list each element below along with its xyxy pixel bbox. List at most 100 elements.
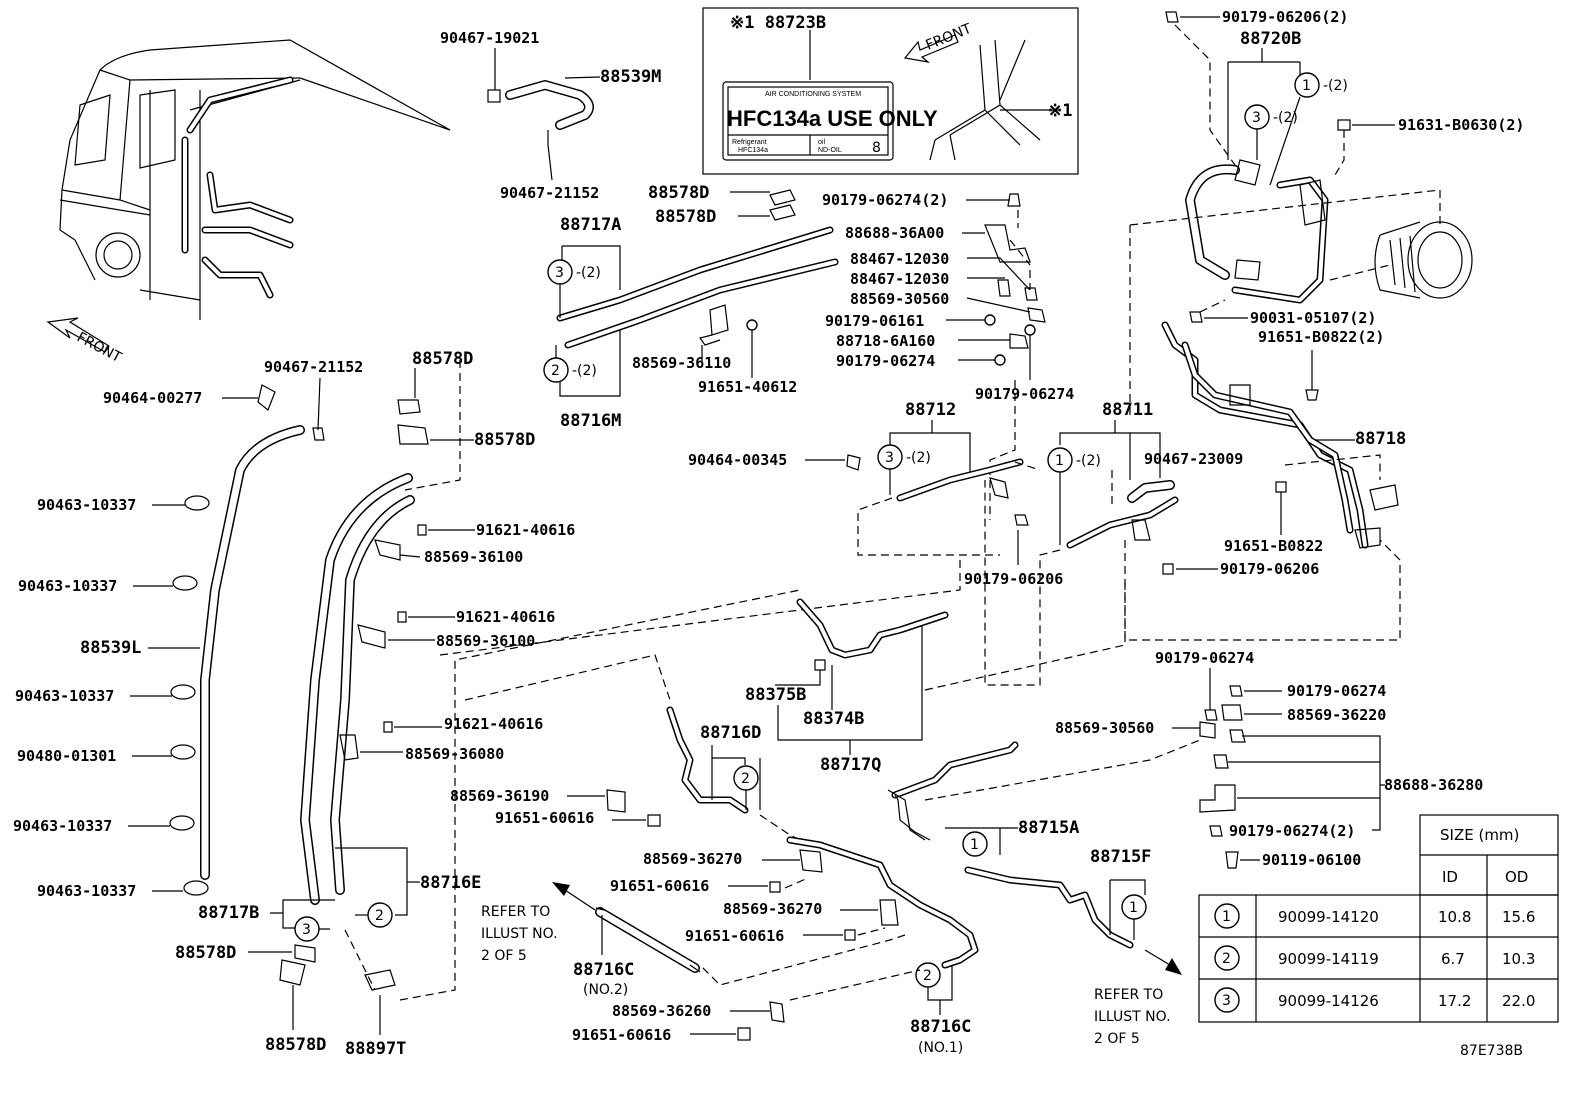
pipe-88718: 88718 91651-B0822 90179-06206 bbox=[1124, 321, 1406, 641]
svg-text:90179-06274: 90179-06274 bbox=[1287, 682, 1386, 700]
svg-text:91621-40616: 91621-40616 bbox=[456, 608, 555, 626]
svg-text:91651-60616: 91651-60616 bbox=[610, 877, 709, 895]
svg-text:88716E: 88716E bbox=[420, 873, 481, 893]
svg-text:91651-60616: 91651-60616 bbox=[572, 1026, 671, 1044]
svg-text:-(2): -(2) bbox=[906, 450, 931, 466]
svg-text:SIZE (mm): SIZE (mm) bbox=[1440, 826, 1519, 844]
svg-text:88897T: 88897T bbox=[345, 1039, 406, 1059]
svg-text:3: 3 bbox=[885, 450, 894, 466]
svg-text:88688-36A00: 88688-36A00 bbox=[845, 224, 944, 242]
svg-text:AIR CONDITIONING SYSTEM: AIR CONDITIONING SYSTEM bbox=[765, 91, 861, 98]
svg-text:※1: ※1 bbox=[1048, 101, 1072, 121]
svg-text:10.8: 10.8 bbox=[1438, 908, 1471, 926]
svg-text:90099-14126: 90099-14126 bbox=[1278, 992, 1379, 1010]
svg-text:88569-36100: 88569-36100 bbox=[424, 548, 523, 566]
svg-text:Refrigerant: Refrigerant bbox=[732, 139, 767, 146]
svg-text:HFC134a USE ONLY: HFC134a USE ONLY bbox=[727, 106, 938, 131]
svg-text:REFER TO: REFER TO bbox=[1094, 987, 1163, 1003]
svg-text:90463-10337: 90463-10337 bbox=[37, 882, 136, 900]
svg-text:88717B: 88717B bbox=[198, 903, 259, 923]
svg-text:(NO.1): (NO.1) bbox=[918, 1040, 963, 1056]
svg-text:ND-OIL: ND-OIL bbox=[818, 147, 842, 154]
svg-text:90179-06274: 90179-06274 bbox=[836, 352, 935, 370]
diagram-code: 87E738B bbox=[1460, 1043, 1523, 1059]
svg-text:17.2: 17.2 bbox=[1438, 992, 1471, 1010]
svg-text:88716M: 88716M bbox=[560, 411, 621, 431]
svg-text:88718: 88718 bbox=[1355, 429, 1406, 449]
svg-text:88716D: 88716D bbox=[700, 723, 761, 743]
svg-text:ID: ID bbox=[1442, 868, 1458, 886]
svg-text:90467-21152: 90467-21152 bbox=[500, 184, 599, 202]
svg-text:1: 1 bbox=[1055, 453, 1064, 469]
fittings-right-center: 90179-06274 90179-06274 88569-36220 8856… bbox=[887, 580, 1483, 975]
svg-text:88720B: 88720B bbox=[1240, 29, 1301, 49]
svg-text:91621-40616: 91621-40616 bbox=[444, 715, 543, 733]
svg-text:88716C: 88716C bbox=[910, 1017, 971, 1037]
svg-text:90467-21152: 90467-21152 bbox=[264, 358, 363, 376]
svg-text:88569-36260: 88569-36260 bbox=[612, 1002, 711, 1020]
svg-text:91651-60616: 91651-60616 bbox=[495, 809, 594, 827]
svg-text:88688-36280: 88688-36280 bbox=[1384, 776, 1483, 794]
svg-text:90179-06274: 90179-06274 bbox=[1155, 649, 1254, 667]
svg-text:90464-00277: 90464-00277 bbox=[103, 389, 202, 407]
svg-text:91651-B0822(2): 91651-B0822(2) bbox=[1258, 328, 1384, 346]
svg-text:88569-36110: 88569-36110 bbox=[632, 354, 731, 372]
svg-text:88467-12030: 88467-12030 bbox=[850, 250, 949, 268]
svg-text:88717A: 88717A bbox=[560, 215, 621, 235]
svg-text:90031-05107(2): 90031-05107(2) bbox=[1250, 309, 1376, 327]
svg-text:2: 2 bbox=[1222, 951, 1231, 967]
svg-text:2: 2 bbox=[375, 908, 384, 924]
svg-text:2 OF 5: 2 OF 5 bbox=[481, 948, 527, 964]
pipes-88712-88711: 88712 3 -(2) 90464-00345 90179-06206 887… bbox=[688, 400, 1243, 686]
svg-text:2: 2 bbox=[741, 771, 750, 787]
svg-text:90467-19021: 90467-19021 bbox=[440, 29, 539, 47]
pipes-88717A-88716M: 88578D 88578D 88717A 3 -(2) 2 -(2) 88716… bbox=[543, 183, 839, 431]
svg-text:ILLUST NO.: ILLUST NO. bbox=[1094, 1009, 1171, 1025]
svg-text:88578D: 88578D bbox=[655, 207, 716, 227]
hose-88539M: 90467-19021 88539M 90467-21152 bbox=[440, 29, 661, 202]
svg-text:HFC134a: HFC134a bbox=[738, 147, 768, 154]
svg-text:2: 2 bbox=[551, 363, 560, 379]
svg-text:OD: OD bbox=[1505, 868, 1528, 886]
svg-text:88578D: 88578D bbox=[412, 349, 473, 369]
svg-text:88539M: 88539M bbox=[600, 67, 661, 87]
svg-text:1: 1 bbox=[1129, 900, 1138, 916]
refer-right: REFER TO ILLUST NO. 2 OF 5 bbox=[1094, 987, 1171, 1047]
svg-text:90463-10337: 90463-10337 bbox=[18, 577, 117, 595]
svg-text:88569-36270: 88569-36270 bbox=[643, 850, 742, 868]
svg-text:88569-30560: 88569-30560 bbox=[850, 290, 949, 308]
svg-text:91621-40616: 91621-40616 bbox=[476, 521, 575, 539]
svg-text:88578D: 88578D bbox=[175, 943, 236, 963]
front-arrow-left: FRONT bbox=[46, 317, 124, 366]
pipe-88717Q: 88375B 88374B 88717Q bbox=[745, 598, 949, 775]
svg-text:3: 3 bbox=[1222, 993, 1231, 1009]
fittings-center-right: 90179-06274(2) 88688-36A00 88467-12030 8… bbox=[822, 191, 1074, 520]
svg-text:88712: 88712 bbox=[905, 400, 956, 420]
svg-text:-(2): -(2) bbox=[572, 363, 597, 379]
svg-text:1: 1 bbox=[1222, 909, 1231, 925]
svg-text:3: 3 bbox=[1252, 110, 1261, 126]
svg-text:88539L: 88539L bbox=[80, 638, 141, 658]
svg-text:88569-36100: 88569-36100 bbox=[436, 632, 535, 650]
svg-text:(NO.2): (NO.2) bbox=[583, 982, 628, 998]
svg-text:90099-14120: 90099-14120 bbox=[1278, 908, 1379, 926]
refer-left: REFER TO ILLUST NO. 2 OF 5 bbox=[481, 904, 558, 964]
svg-text:10.3: 10.3 bbox=[1502, 950, 1535, 968]
svg-text:90464-00345: 90464-00345 bbox=[688, 451, 787, 469]
svg-text:90463-10337: 90463-10337 bbox=[37, 496, 136, 514]
svg-text:1: 1 bbox=[970, 837, 979, 853]
svg-text:88578D: 88578D bbox=[648, 183, 709, 203]
svg-text:88578D: 88578D bbox=[265, 1035, 326, 1055]
svg-text:90179-06274: 90179-06274 bbox=[975, 385, 1074, 403]
svg-text:6.7: 6.7 bbox=[1441, 950, 1465, 968]
label-box-88723B: ※1 88723B AIR CONDITIONING SYSTEM HFC134… bbox=[702, 7, 1079, 175]
svg-text:90179-06161: 90179-06161 bbox=[825, 312, 924, 330]
svg-text:88375B: 88375B bbox=[745, 685, 806, 705]
svg-text:88569-36270: 88569-36270 bbox=[723, 900, 822, 918]
svg-text:※1 88723B: ※1 88723B bbox=[730, 13, 826, 33]
pipes-88716D-88716C: 88716D 2 88569-36190 91651-60616 88569-3… bbox=[450, 654, 979, 1056]
svg-text:2: 2 bbox=[923, 968, 932, 984]
svg-text:90480-01301: 90480-01301 bbox=[17, 747, 116, 765]
svg-text:FRONT: FRONT bbox=[924, 21, 975, 54]
